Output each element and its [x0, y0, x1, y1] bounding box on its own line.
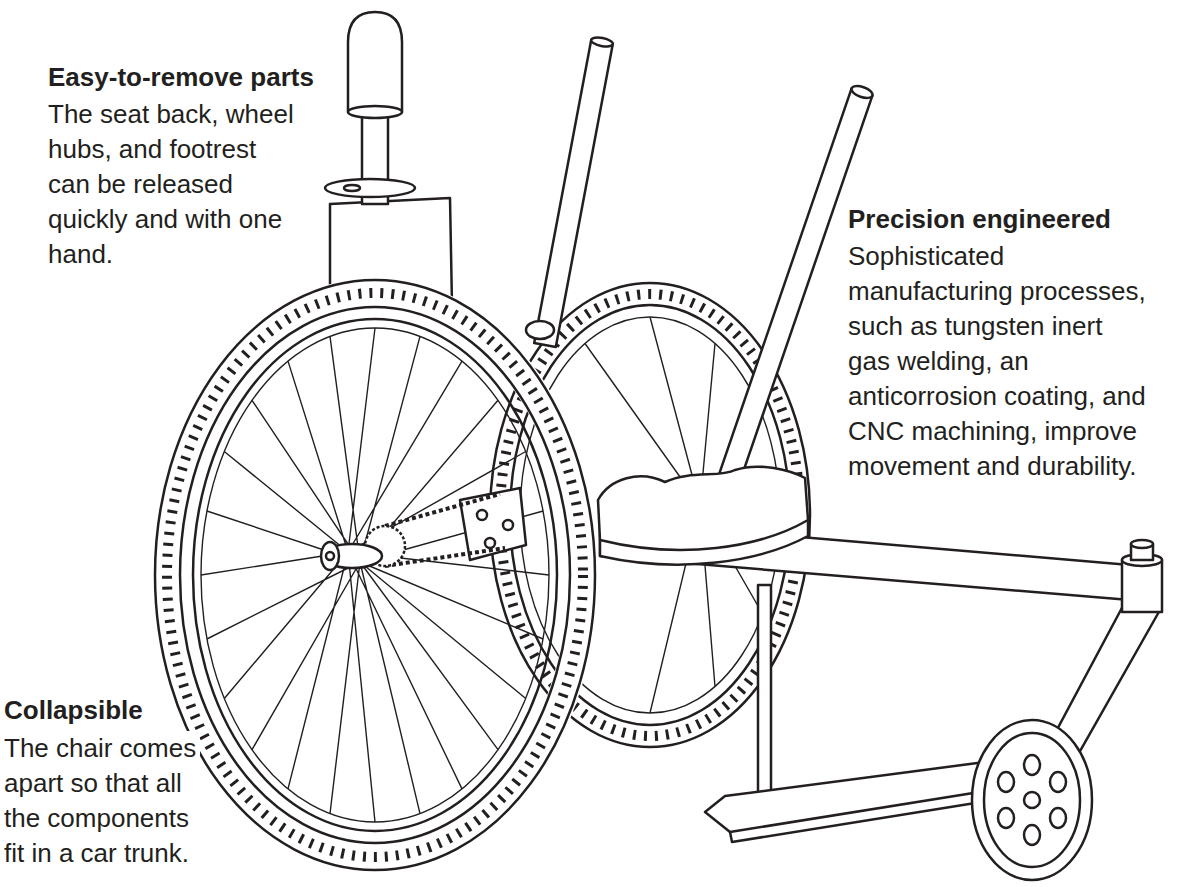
rim-inner [201, 328, 549, 822]
seat-cushion [598, 467, 808, 550]
tire [155, 280, 595, 870]
callout-text: The chair comes apart so that all the co… [4, 731, 200, 871]
caster-hole [998, 772, 1014, 792]
caster-hole [1024, 755, 1040, 775]
lever-tube [534, 40, 613, 347]
lever-cap [590, 36, 613, 48]
callout-text: The seat back, wheel hubs, and footrest … [48, 97, 298, 272]
chain [385, 494, 505, 566]
callout-heading: Precision engineered [848, 202, 1111, 237]
callout-text: Sophisticated manufacturing processes, s… [848, 239, 1148, 484]
caster-hub [1024, 792, 1040, 808]
footrest-strut [758, 585, 771, 800]
seat-back-collar [325, 179, 415, 197]
seat-back-cap-base [348, 106, 402, 118]
caster-hole [998, 808, 1014, 828]
rim [193, 319, 557, 831]
tire-tread [167, 293, 583, 857]
hub-axle [321, 542, 339, 570]
caster-rim [984, 733, 1080, 867]
caster-hole [1024, 825, 1040, 845]
head-tube [1122, 560, 1162, 612]
caster-hole [1050, 808, 1066, 828]
drive-plate [460, 488, 526, 560]
bolt [477, 510, 487, 520]
collar-hole [344, 185, 360, 191]
caster-wheel [972, 720, 1092, 880]
lever-clamp [526, 321, 554, 339]
head-cap-top [1131, 540, 1153, 548]
lever-cap [850, 84, 874, 101]
spokes [201, 328, 549, 822]
tire-ground [167, 293, 583, 857]
footrest-edge [730, 790, 994, 842]
bolt [503, 520, 513, 530]
tire-inner [180, 307, 570, 843]
axle-end [326, 552, 334, 560]
bolt [485, 538, 495, 548]
callout-heading: Collapsible [4, 693, 143, 728]
caster-hole [1050, 772, 1066, 792]
seat-back-cap [348, 12, 402, 112]
callout-heading: Easy-to-remove parts [48, 60, 314, 95]
